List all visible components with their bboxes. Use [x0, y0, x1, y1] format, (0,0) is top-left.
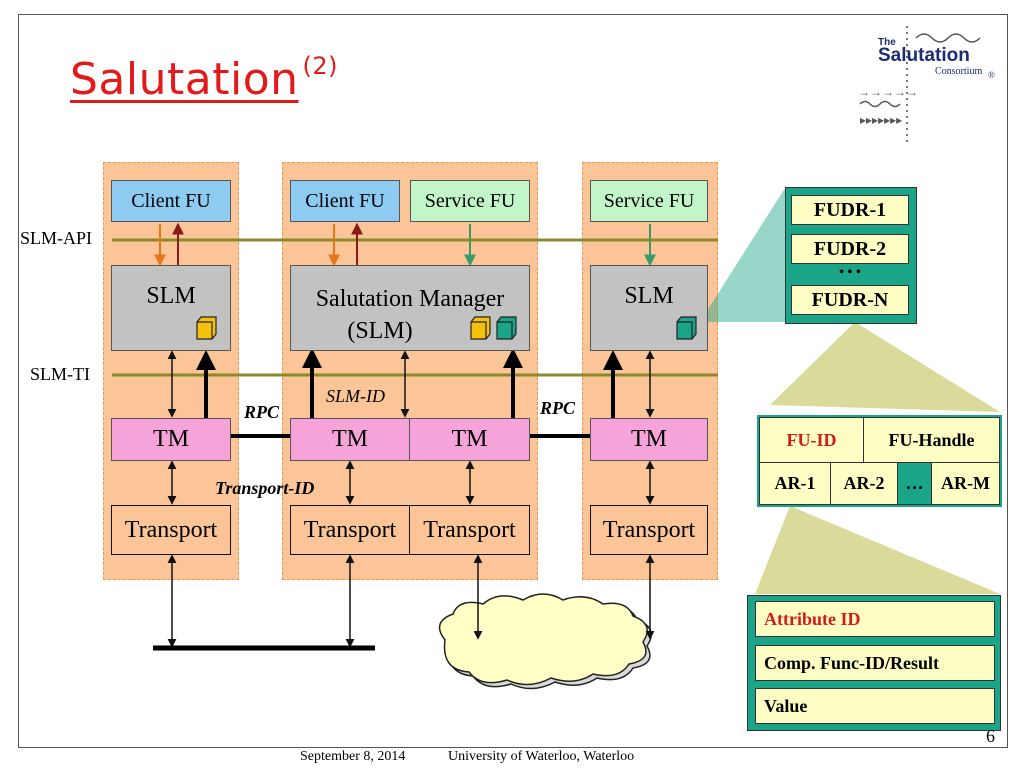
fudr-item: FUDR-2	[791, 234, 909, 264]
transport-id-label: Transport-ID	[215, 478, 315, 498]
fu-record-table: FU-ID FU-Handle AR-1 AR-2 … AR-M	[757, 415, 1002, 507]
logo-sub: Consortium	[935, 66, 983, 77]
tm-left: TM	[111, 418, 231, 461]
fu-handle-cell: FU-Handle	[863, 417, 1000, 463]
logo-the: The	[878, 37, 896, 48]
yellow-document-icon	[470, 316, 491, 340]
slm-id-label: SLM-ID	[326, 386, 385, 406]
slide-frame	[18, 14, 1008, 748]
transport-middle-left: Transport	[290, 505, 410, 555]
value-row: Value	[755, 688, 995, 724]
salutation-manager-box: Salutation Manager (SLM)	[290, 265, 530, 351]
attribute-record-box: Attribute ID Comp. Func-ID/Result Value	[747, 595, 1001, 731]
fudr-item: FUDR-N	[791, 285, 909, 315]
slm-ti-label: SLM-TI	[30, 364, 90, 384]
fudr-ellipsis: • • •	[839, 265, 861, 280]
tm-middle-right: TM	[409, 418, 530, 461]
client-fu-left: Client FU	[111, 180, 231, 222]
comp-func-row: Comp. Func-ID/Result	[755, 645, 995, 681]
footer-date: September 8, 2014	[300, 749, 406, 764]
service-fu-right: Service FU	[590, 180, 708, 222]
transport-left: Transport	[111, 505, 231, 555]
slm-api-label: SLM-API	[20, 228, 93, 248]
fudr-stack: FUDR-1 FUDR-2 • • • FUDR-N	[785, 187, 917, 324]
ar-m-cell: AR-M	[931, 462, 1000, 505]
client-fu-middle: Client FU	[290, 180, 400, 222]
footer-org: University of Waterloo, Waterloo	[448, 749, 635, 764]
slide-title: Salutation(2)	[70, 52, 338, 105]
logo-reg: ®	[988, 70, 995, 80]
ar-2-cell: AR-2	[830, 462, 898, 505]
attribute-id-row: Attribute ID	[755, 601, 995, 637]
svg-text:▸▸▸▸▸▸▸: ▸▸▸▸▸▸▸	[860, 113, 902, 127]
yellow-document-icon	[196, 316, 217, 340]
teal-document-icon	[676, 316, 697, 340]
title-text: Salutation	[70, 54, 299, 105]
fu-id-cell: FU-ID	[759, 417, 864, 463]
svg-text:→→→→→: →→→→→	[858, 85, 918, 99]
tm-right: TM	[590, 418, 708, 461]
network-cloud-icon	[438, 593, 652, 690]
salutation-manager-line1: Salutation Manager	[315, 286, 505, 312]
title-superscript: (2)	[302, 52, 339, 80]
page-number: 6	[986, 726, 995, 746]
ar-1-cell: AR-1	[759, 462, 831, 505]
rpc-label-left: RPC	[244, 402, 280, 422]
salutation-consortium-logo: ▸▸▸▸▸▸▸ →→→→→ The Salutation Consortium …	[852, 24, 1002, 149]
teal-document-icon	[496, 316, 517, 340]
transport-middle-right: Transport	[409, 505, 530, 555]
rpc-label-right: RPC	[540, 398, 576, 418]
salutation-manager-line2: (SLM)	[347, 318, 413, 344]
tm-middle-left: TM	[290, 418, 410, 461]
service-fu-middle: Service FU	[410, 180, 530, 222]
ar-ellipsis-cell: …	[897, 462, 932, 505]
fudr-item: FUDR-1	[791, 195, 909, 225]
transport-right: Transport	[590, 505, 708, 555]
logo-name: Salutation	[878, 45, 970, 66]
